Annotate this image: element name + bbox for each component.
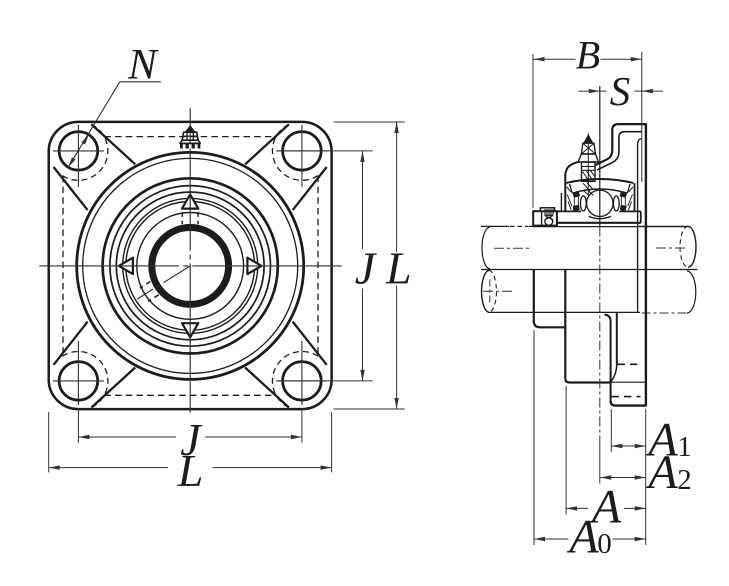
svg-text:2: 2 — [677, 464, 692, 496]
svg-text:J: J — [180, 414, 203, 465]
svg-text:1: 1 — [677, 431, 692, 463]
svg-text:J: J — [355, 243, 378, 294]
svg-text:L: L — [385, 243, 412, 294]
svg-text:B: B — [576, 33, 600, 78]
svg-text:0: 0 — [597, 528, 612, 560]
svg-text:A: A — [566, 511, 599, 564]
svg-text:A: A — [645, 414, 678, 467]
svg-text:L: L — [177, 445, 204, 496]
svg-text:A: A — [645, 446, 678, 499]
svg-text:A: A — [589, 481, 622, 534]
svg-text:S: S — [610, 68, 631, 114]
svg-text:N: N — [127, 42, 159, 89]
